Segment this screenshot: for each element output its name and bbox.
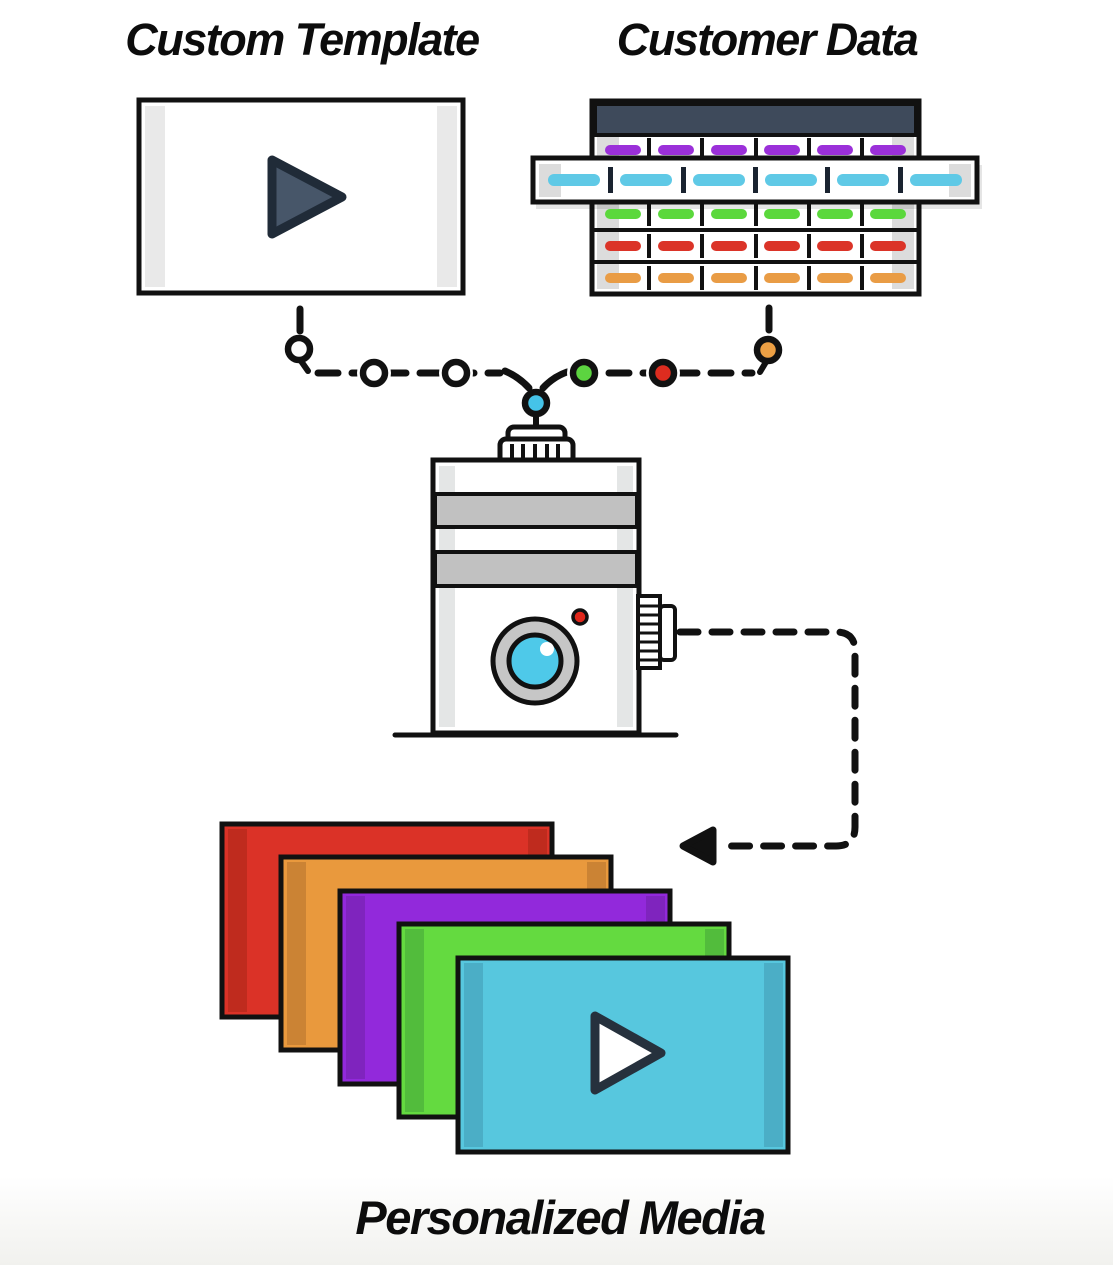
machine-side-strips: [439, 466, 633, 727]
table-pulled-row: [530, 155, 982, 209]
media-card-front: [455, 955, 791, 1155]
node-white-icon: [284, 334, 314, 364]
machine-band: [433, 550, 639, 588]
table-row: [605, 241, 906, 251]
media-play-icon: [590, 1011, 666, 1095]
node-green-icon: [569, 358, 599, 388]
output-flow: [676, 628, 859, 866]
node-orange-icon: [753, 335, 783, 365]
customer-data-label: Customer Data: [616, 14, 919, 65]
table-row: [605, 145, 906, 155]
pipeline-nodes: [284, 334, 783, 418]
table-row: [605, 273, 906, 283]
table-row-ticks: [647, 138, 864, 162]
nozzle-ribs: [640, 604, 659, 662]
node-red-icon: [648, 358, 678, 388]
media-stack: [219, 821, 791, 1155]
render-machine-icon: [392, 424, 679, 738]
table-row-ticks: [647, 266, 864, 290]
machine-band: [433, 492, 639, 529]
video-template-icon: [136, 97, 466, 296]
customer-data-table-icon: [530, 98, 982, 297]
custom-template-label: Custom Template: [125, 14, 480, 65]
indicator-light-icon: [571, 608, 589, 626]
nozzle-cap: [658, 604, 677, 662]
node-white-icon: [441, 358, 471, 388]
table-row: [605, 209, 906, 219]
node-cyan-merge-icon: [521, 388, 551, 418]
table-row-ticks: [647, 202, 864, 226]
lens-highlight: [540, 642, 554, 656]
camera-lens-icon: [506, 632, 564, 690]
pulled-row-ticks: [608, 167, 903, 193]
template-side-strips: [145, 106, 457, 287]
table-header-row: [593, 102, 918, 137]
template-frame: [136, 97, 466, 296]
table-row-ticks: [647, 234, 864, 258]
node-white-icon: [359, 358, 389, 388]
template-play-icon: [267, 155, 347, 239]
output-dashed-path: [676, 628, 859, 850]
arrowhead-left-icon: [679, 826, 717, 866]
personalized-media-label: Personalized Media: [355, 1191, 766, 1244]
